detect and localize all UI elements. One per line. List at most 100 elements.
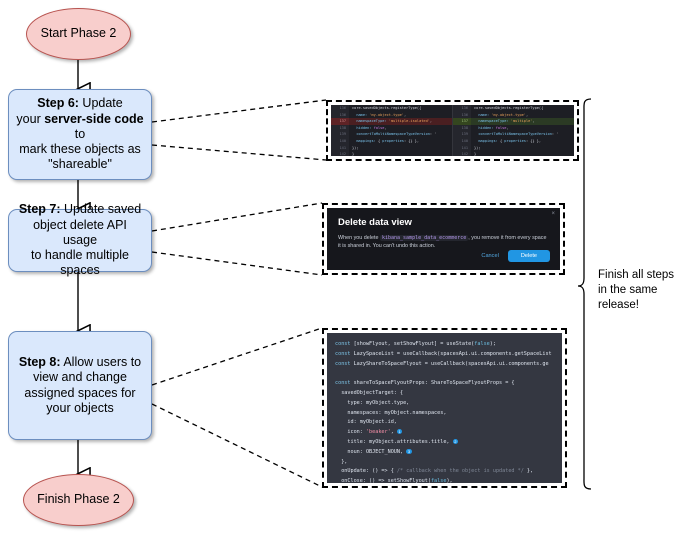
diff-line-code: core.savedObjects.registerType({: [352, 106, 422, 110]
diff-line: 136 name: 'my-object-type',: [453, 111, 574, 119]
diff-line-number: 136: [331, 111, 349, 119]
modal-body-post: , you remove it from every space it is s…: [338, 235, 547, 249]
diff-line-number: 138: [453, 124, 471, 132]
node-step-7-text: Step 7: Update saved object delete API u…: [16, 202, 144, 278]
diff-line-number: 137: [331, 118, 349, 125]
modal-body-pre: When you delete: [338, 235, 379, 241]
code-line: id: myObject.id,: [335, 419, 397, 426]
node-finish-phase-2[interactable]: Finish Phase 2: [23, 474, 134, 526]
release-annotation: Finish all steps in the same release!: [598, 269, 675, 312]
close-icon[interactable]: ×: [551, 211, 555, 217]
callout-code-block: const [showFlyout, setShowFlyout] = useS…: [322, 328, 567, 488]
diff-line-code: convertToMultiNamespaceTypeVersion: ': [352, 132, 437, 137]
code-annotation-badge: 1: [396, 428, 403, 435]
diff-line: 140 mappings: { properties: {} },: [453, 137, 574, 145]
modal-body: When you delete kibana_sample_data_ecomm…: [338, 234, 549, 250]
code-line: onClose: () => setShowFlyout(false),: [335, 478, 453, 483]
diff-line-code: mappings: { properties: {} },: [474, 138, 542, 143]
step-8-line1-rest: Allow users to: [60, 355, 142, 369]
step-6-line1-rest: Update: [78, 96, 123, 111]
diff-line-code: hidden: false,: [352, 125, 387, 130]
diff-line-number: 139: [453, 131, 471, 138]
diff-line-code: convertToMultiNamespaceTypeVersion: ': [474, 132, 559, 137]
step-8-line2: view and change: [33, 370, 127, 385]
diff-line: 140 mappings: { properties: {} },: [331, 137, 452, 145]
diff-line-number: 136: [453, 111, 471, 119]
code-line: const LazyShareToSpaceFlyout = useCallba…: [335, 360, 549, 367]
diff-line-code: });: [352, 145, 359, 150]
step-8-bold-label: Step 8:: [18, 355, 61, 369]
diff-line-number: 142: [331, 151, 349, 156]
diff-line-code: core.savedObjects.registerType({: [474, 106, 544, 110]
diff-line: 141});: [453, 144, 574, 152]
callout-delete-modal: × Delete data view When you delete kiban…: [322, 203, 565, 275]
diff-line: 139 convertToMultiNamespaceTypeVersion: …: [331, 131, 452, 138]
diff-line-code: name: 'my-object-type',: [352, 112, 407, 117]
code-line: [335, 369, 562, 379]
diff-line-number: 138: [331, 124, 349, 132]
diff-line-code: }: [474, 152, 477, 156]
diff-line: 138 hidden: false,: [331, 124, 452, 132]
code-annotation-badge: 3: [406, 448, 412, 455]
step-7-line2: object delete API usage: [33, 217, 127, 247]
diff-line-number: 142: [453, 151, 471, 156]
code-annotation-badge: 2: [452, 438, 459, 445]
node-step-8[interactable]: Step 8: Allow users to view and change a…: [8, 331, 152, 440]
node-step-7[interactable]: Step 7: Update saved object delete API u…: [8, 202, 152, 277]
cancel-button[interactable]: Cancel: [481, 253, 499, 259]
diff-line-code: mappings: { properties: {} },: [352, 138, 420, 143]
diff-line: 142}: [331, 151, 452, 156]
step-6-line2-post: to: [74, 126, 86, 141]
step-7-bold-label: Step 7:: [18, 202, 61, 217]
node-step-6[interactable]: Step 6: Update your server-side code to …: [8, 89, 152, 180]
diff-line-code: hidden: false,: [474, 125, 509, 130]
delete-button[interactable]: Delete: [507, 250, 550, 262]
code-line: noun: OBJECT_NOUN, 3: [335, 448, 412, 455]
share-to-space-code-viewer[interactable]: const [showFlyout, setShowFlyout] = useS…: [327, 333, 562, 483]
node-finish-label: Finish Phase 2: [37, 492, 120, 507]
code-line: type: myObject.type,: [335, 399, 410, 406]
code-line: namespaces: myObject.namespaces,: [335, 409, 447, 416]
modal-actions: Cancel Delete: [481, 250, 550, 262]
code-line: title: myObject.attributes.title, 2: [335, 438, 459, 445]
diff-line: 137 namespaceType: 'multiple-isolated',: [331, 118, 452, 125]
diff-line-number: 141: [453, 144, 471, 152]
node-start-phase-2[interactable]: Start Phase 2: [26, 8, 131, 60]
diff-line-number: 140: [331, 137, 349, 145]
node-step-6-text: Step 6: Update your server-side code to …: [16, 96, 144, 172]
diff-line-number: 136: [453, 105, 471, 112]
diff-line: 142}: [453, 151, 574, 156]
step-6-line2-pre: your: [16, 111, 45, 126]
code-line: const LazySpaceList = useCallback(spaces…: [335, 350, 552, 357]
diff-line: 138 hidden: false,: [453, 124, 574, 132]
diff-line-number: 140: [453, 137, 471, 145]
diff-line-code: namespaceType: 'multiple-isolated',: [352, 119, 433, 124]
step-6-line3: mark these objects as: [19, 142, 141, 157]
step-6-bold-label: Step 6:: [37, 96, 79, 111]
code-line: const [showFlyout, setShowFlyout] = useS…: [335, 341, 496, 347]
code-line: onUpdate: () => { /* callback when the o…: [335, 468, 534, 475]
diff-line-number: 141: [331, 144, 349, 152]
delete-data-view-dialog[interactable]: × Delete data view When you delete kiban…: [327, 208, 560, 270]
code-line: savedObjectTarget: {: [335, 389, 404, 396]
code-line: icon: 'beaker', 1: [335, 428, 403, 436]
step-6-line4: "shareable": [48, 157, 112, 172]
modal-body-code: kibana_sample_data_ecommerce: [379, 235, 469, 241]
step-8-line4: your objects: [46, 400, 114, 415]
diff-line-number: 139: [331, 131, 349, 138]
diff-line: 136 name: 'my-object-type',: [331, 111, 452, 119]
diff-line-code: name: 'my-object-type',: [474, 112, 529, 117]
step-7-line3: to handle multiple spaces: [31, 248, 129, 278]
node-start-label: Start Phase 2: [40, 26, 117, 41]
step-6-line2-bold: server-side code: [44, 111, 144, 126]
modal-title: Delete data view: [338, 217, 412, 228]
diff-line-number: 136: [331, 105, 349, 112]
node-step-8-text: Step 8: Allow users to view and change a…: [19, 355, 141, 416]
diff-line: 141});: [331, 144, 452, 152]
step-7-line1-rest: Update saved: [60, 202, 142, 217]
